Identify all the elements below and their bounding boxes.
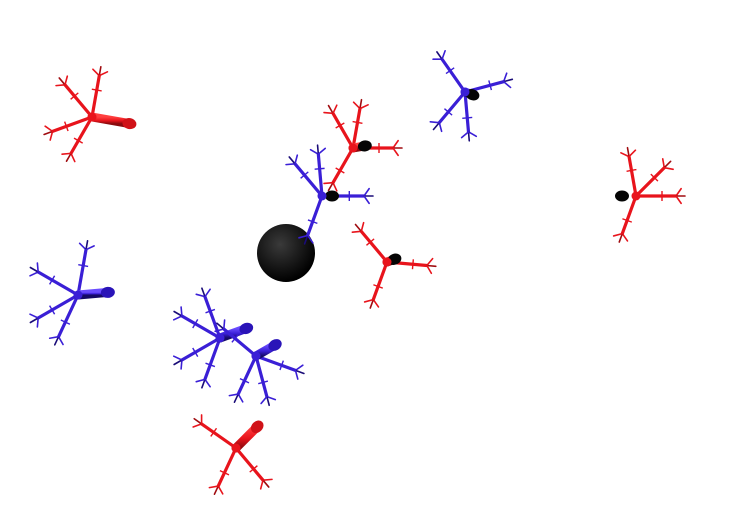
blue-molecule	[285, 144, 374, 245]
blue-molecule	[429, 49, 514, 142]
central-sphere	[257, 224, 315, 282]
blue-molecule	[214, 319, 305, 407]
red-molecule	[43, 65, 137, 163]
red-molecule	[323, 98, 403, 192]
molecules-layer	[29, 49, 686, 496]
red-molecule	[192, 414, 273, 496]
blue-molecule	[172, 287, 254, 389]
blue-molecule	[29, 240, 115, 346]
red-molecule	[612, 146, 686, 243]
red-molecule	[351, 221, 437, 309]
